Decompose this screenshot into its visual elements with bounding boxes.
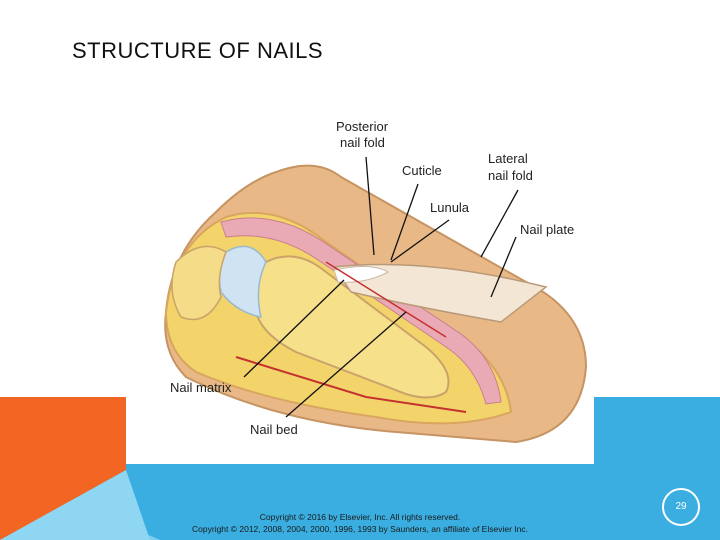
- orange-wedge: [0, 397, 126, 540]
- label-posterior-nail-fold-line1: Posterior: [336, 119, 389, 134]
- leader-nail-matrix: [243, 279, 345, 378]
- leader-lunula: [390, 219, 450, 263]
- copyright-line-1: Copyright © 2016 by Elsevier, Inc. All r…: [259, 512, 461, 522]
- leader-posterior-nail-fold: [365, 156, 375, 256]
- label-lateral-nail-fold-line2: nail fold: [488, 168, 533, 183]
- nail-anatomy-figure: Posterior nail fold Cuticle Lateral nail…: [126, 112, 594, 464]
- blood-vessel: [235, 356, 467, 413]
- label-nail-matrix: Nail matrix: [170, 380, 232, 395]
- slide-title: STRUCTURE OF NAILS: [72, 38, 324, 63]
- label-nail-bed: Nail bed: [250, 422, 298, 437]
- leader-nail-plate: [490, 236, 517, 298]
- label-lateral-nail-fold-line1: Lateral: [488, 151, 528, 166]
- page-number-badge: 29: [662, 488, 700, 526]
- label-posterior-nail-fold-line2: nail fold: [340, 135, 385, 150]
- blood-vessel: [325, 261, 447, 338]
- light-blue-triangle: [0, 470, 150, 540]
- middle-phalanx-bone: [171, 245, 227, 321]
- lunula: [333, 266, 390, 283]
- copyright-notice: Copyright © 2016 by Elsevier, Inc. All r…: [130, 511, 590, 535]
- nail-plate: [332, 263, 548, 323]
- leader-cuticle: [390, 183, 419, 261]
- copyright-line-2: Copyright © 2012, 2008, 2004, 2000, 1996…: [192, 524, 528, 534]
- leader-lateral-nail-fold: [480, 189, 519, 258]
- label-nail-plate: Nail plate: [520, 222, 574, 237]
- label-lunula: Lunula: [430, 200, 470, 215]
- nail-illustration: Posterior nail fold Cuticle Lateral nail…: [164, 119, 588, 444]
- pink-tissue: [220, 217, 502, 405]
- label-cuticle: Cuticle: [402, 163, 442, 178]
- leader-nail-bed: [285, 311, 407, 418]
